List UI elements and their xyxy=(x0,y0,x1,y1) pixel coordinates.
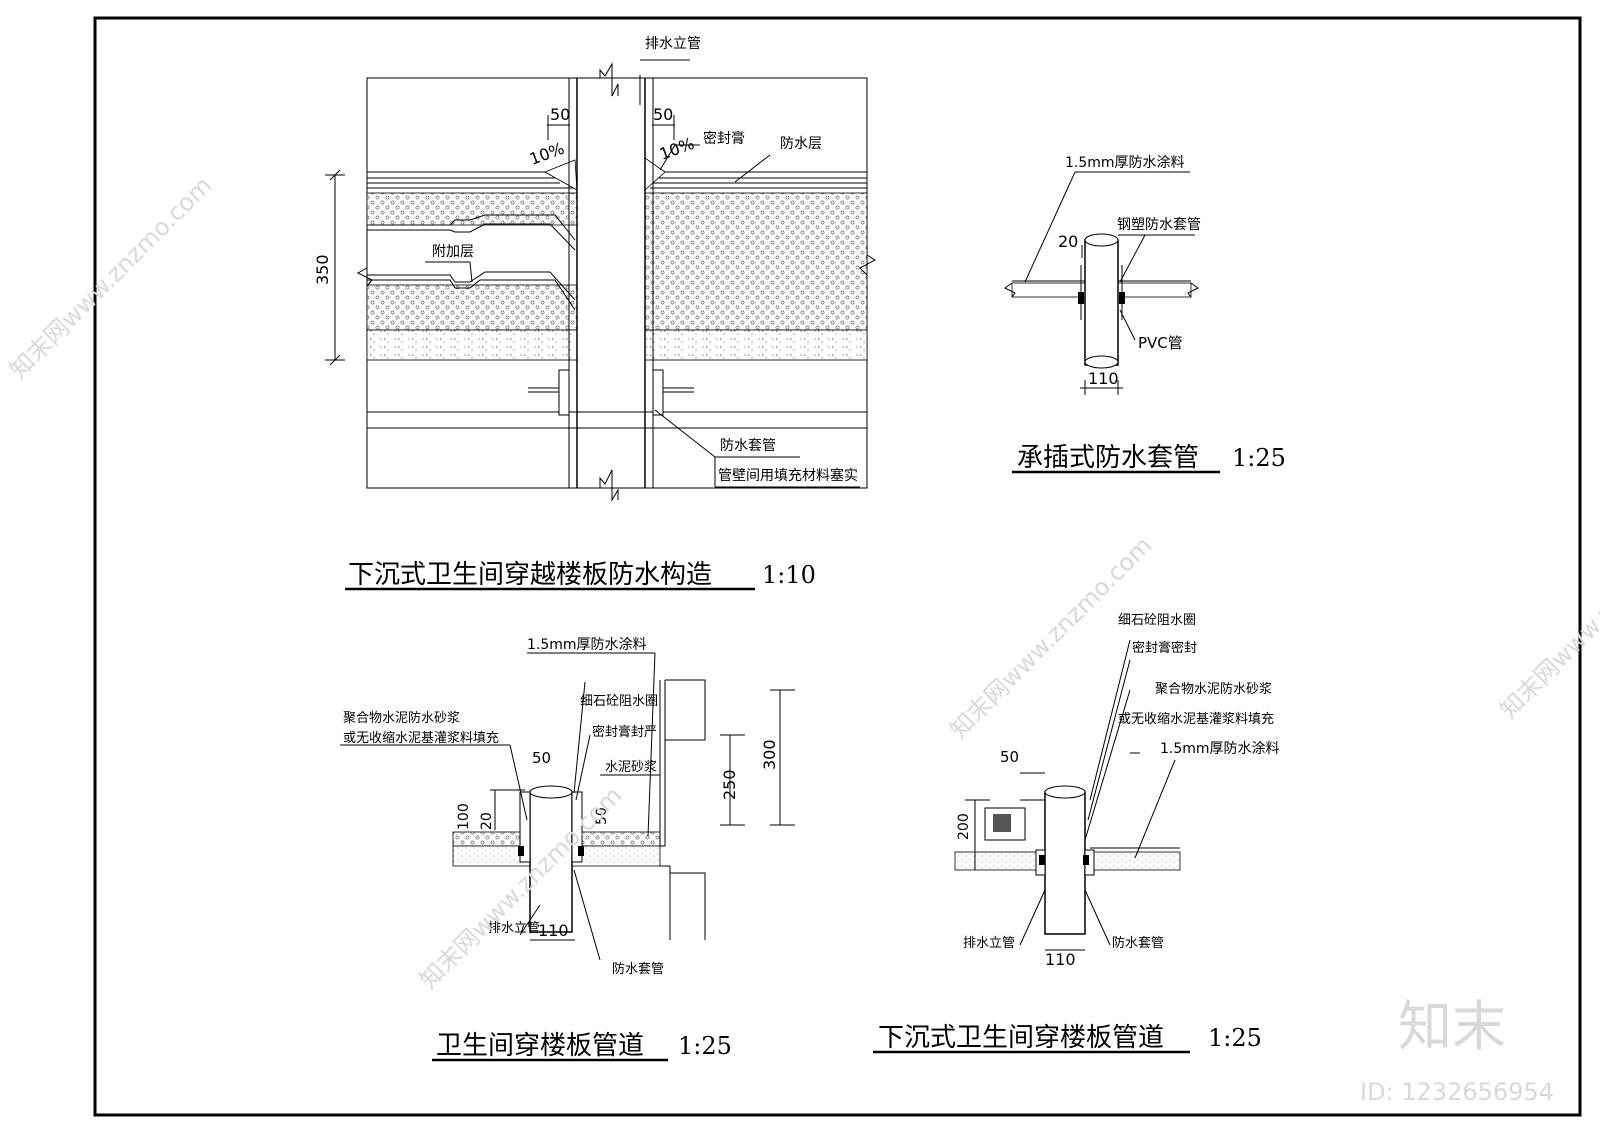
sheet-frame xyxy=(93,16,1582,1117)
d2-dim-110: 110 xyxy=(1088,369,1119,388)
drawing2-section xyxy=(1004,171,1220,474)
drawing4-section xyxy=(873,639,1190,1054)
drawing3-labels: 1.5mm厚防水涂料 聚合物水泥防水砂浆 或无收缩水泥基灌浆料填充 细石砼阻水圈… xyxy=(343,637,779,1061)
d1-additional-layer-label: 附加层 xyxy=(432,244,474,260)
d3-dim-250: 250 xyxy=(720,769,739,800)
d3-dim-50: 50 xyxy=(532,749,551,767)
d3-dim-110: 110 xyxy=(538,921,569,940)
d3-sealant-tight-label: 密封膏封严 xyxy=(592,724,657,740)
d2-dim-20: 20 xyxy=(1058,232,1078,251)
d1-sealant-label: 密封膏 xyxy=(703,130,745,147)
watermark-text: 知末网www.znzmo.com xyxy=(1494,511,1600,724)
d4-title: 下沉式卫生间穿楼板管道 xyxy=(878,1023,1164,1053)
d4-dim-50: 50 xyxy=(1000,748,1019,766)
d4-sealant-seal-label: 密封膏密封 xyxy=(1132,640,1197,656)
d3-dim-100: 100 xyxy=(456,803,472,830)
d4-dim-200: 200 xyxy=(956,813,972,840)
d2-pvc-label: PVC管 xyxy=(1138,334,1183,352)
d4-grout-label: 或无收缩水泥基灌浆料填充 xyxy=(1118,711,1274,727)
drawing1-labels: 排水立管 50 50 10% 10% 密封膏 防水层 附加层 350 防水套管 … xyxy=(313,36,858,590)
id-watermark: ID: 1232656954 xyxy=(1360,1078,1554,1106)
drawing2-labels: 1.5mm厚防水涂料 钢塑防水套管 20 PVC管 110 承插式防水套管 1:… xyxy=(1017,155,1286,473)
d3-sleeve-label: 防水套管 xyxy=(612,961,664,977)
d3-concrete-ring-label: 细石砼阻水圈 xyxy=(580,694,658,709)
d4-polymer-mortar-label: 聚合物水泥防水砂浆 xyxy=(1155,681,1272,697)
d2-scale: 1:25 xyxy=(1232,444,1286,472)
d3-dim-50b: 50 xyxy=(594,807,610,825)
d4-sleeve-label: 防水套管 xyxy=(1112,935,1164,951)
d1-drain-pipe-label: 排水立管 xyxy=(645,36,701,52)
d3-scale: 1:25 xyxy=(678,1032,732,1060)
d1-waterproof-layer-label: 防水层 xyxy=(780,136,822,152)
d3-coating-label: 1.5mm厚防水涂料 xyxy=(527,637,647,653)
drawing4-labels: 细石砼阻水圈 密封膏密封 聚合物水泥防水砂浆 或无收缩水泥基灌浆料填充 1.5m… xyxy=(878,613,1280,1053)
d1-slope-right: 10% xyxy=(657,134,697,164)
d3-title: 卫生间穿楼板管道 xyxy=(436,1031,644,1061)
d1-dim-50-left: 50 xyxy=(550,105,570,124)
d3-polymer-mortar-label: 聚合物水泥防水砂浆 xyxy=(343,710,460,726)
d1-scale: 1:10 xyxy=(762,561,816,589)
d4-scale: 1:25 xyxy=(1208,1024,1262,1052)
d3-dim-20: 20 xyxy=(479,812,495,830)
d1-title: 下沉式卫生间穿越楼板防水构造 xyxy=(348,560,712,590)
d3-dim-300: 300 xyxy=(760,739,779,770)
d3-cement-mortar-label: 水泥砂浆 xyxy=(605,760,657,775)
d1-fill-label: 管壁间用填充材料塞实 xyxy=(718,467,858,484)
drawing1-section xyxy=(325,59,876,591)
d4-dim-110: 110 xyxy=(1045,950,1076,969)
d2-steel-sleeve-label: 钢塑防水套管 xyxy=(1117,217,1201,233)
d1-dim-350: 350 xyxy=(313,254,332,285)
d1-slope-left: 10% xyxy=(527,139,567,169)
d2-coating-label: 1.5mm厚防水涂料 xyxy=(1065,155,1185,171)
d1-dim-50-right: 50 xyxy=(653,105,673,124)
drawing3-section xyxy=(340,652,795,1062)
d2-title: 承插式防水套管 xyxy=(1017,443,1199,473)
d3-drain-pipe-label: 排水立管 xyxy=(488,921,540,936)
d4-coating-label: 1.5mm厚防水涂料 xyxy=(1160,741,1280,757)
d4-drain-pipe-label: 排水立管 xyxy=(963,936,1015,951)
d3-grout-label: 或无收缩水泥基灌浆料填充 xyxy=(343,730,499,746)
logo-watermark: 知末 xyxy=(1398,995,1506,1058)
d1-sleeve-label: 防水套管 xyxy=(720,438,776,454)
d4-concrete-ring-label: 细石砼阻水圈 xyxy=(1118,613,1196,628)
watermark-text: 知末网www.znzmo.com xyxy=(4,171,217,384)
